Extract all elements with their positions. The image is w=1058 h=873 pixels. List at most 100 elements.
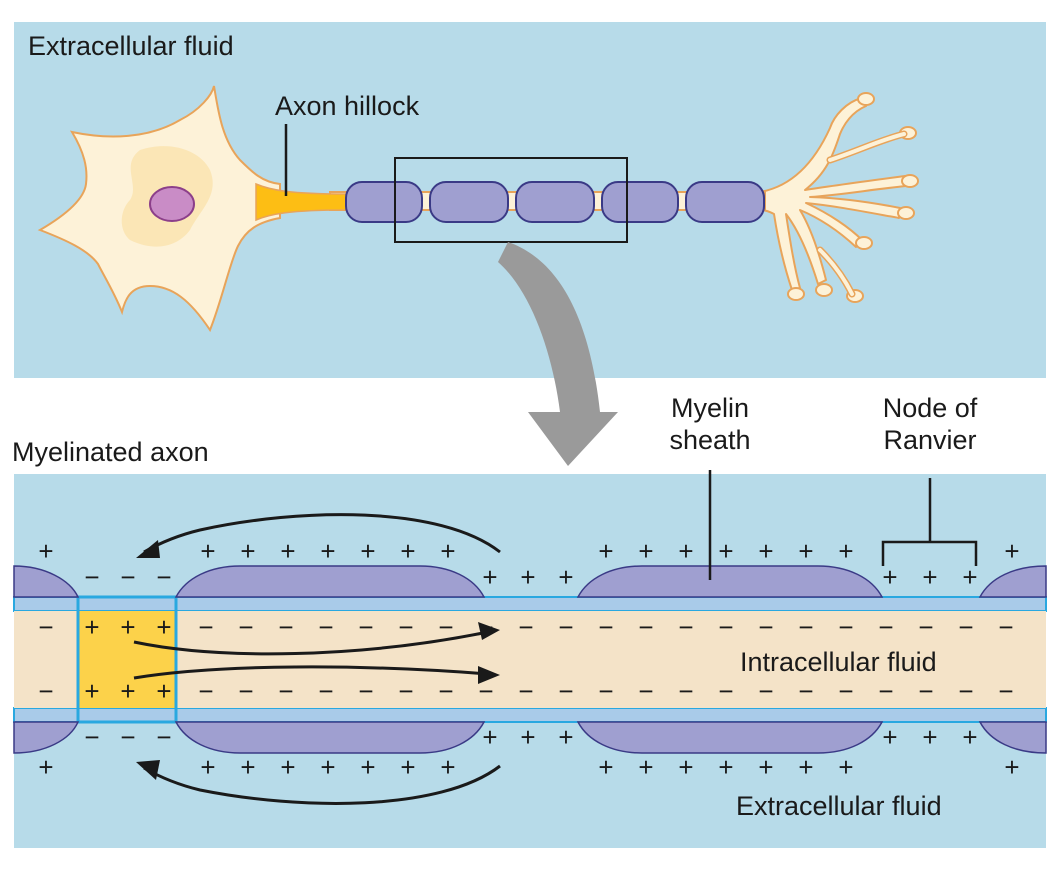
minus-charge: − bbox=[718, 676, 733, 706]
minus-charge: − bbox=[438, 676, 453, 706]
plus-charge: + bbox=[598, 536, 613, 566]
arrow-extracellular-bottom bbox=[143, 764, 501, 805]
minus-charge: − bbox=[156, 722, 171, 752]
minus-charge: − bbox=[398, 612, 413, 642]
minus-charge: − bbox=[38, 612, 53, 642]
bottom-myelin-sheaths bbox=[13, 565, 1047, 754]
minus-charge: − bbox=[638, 612, 653, 642]
plus-charge: + bbox=[1004, 752, 1019, 782]
minus-charge: − bbox=[998, 612, 1013, 642]
plus-charge: + bbox=[638, 536, 653, 566]
minus-charge: − bbox=[478, 676, 493, 706]
minus-charge: − bbox=[358, 612, 373, 642]
minus-charge: − bbox=[758, 676, 773, 706]
minus-charge: − bbox=[318, 676, 333, 706]
nucleus bbox=[149, 186, 195, 222]
plus-charge: + bbox=[520, 722, 535, 752]
plus-charge: + bbox=[200, 536, 215, 566]
minus-charge: − bbox=[198, 612, 213, 642]
minus-charge: − bbox=[198, 676, 213, 706]
top-myelin-segments bbox=[345, 181, 765, 223]
plus-charge: + bbox=[38, 752, 53, 782]
minus-charge: − bbox=[120, 562, 135, 592]
plus-charge: + bbox=[320, 536, 335, 566]
plus-charge: + bbox=[120, 676, 135, 706]
minus-charge: − bbox=[558, 612, 573, 642]
plus-charge: + bbox=[838, 752, 853, 782]
plus-charge: + bbox=[798, 752, 813, 782]
minus-charge: − bbox=[278, 676, 293, 706]
plus-charge: + bbox=[84, 612, 99, 642]
plus-charge: + bbox=[38, 536, 53, 566]
plus-charge: + bbox=[758, 752, 773, 782]
extracellular-fluid-bottom-label: Extracellular fluid bbox=[736, 791, 942, 821]
minus-charge: − bbox=[678, 612, 693, 642]
arrow-extracellular-top bbox=[143, 513, 501, 554]
node-of-ranvier-label-line2: Ranvier bbox=[883, 425, 977, 455]
plus-charge: + bbox=[240, 752, 255, 782]
minus-charge: − bbox=[638, 676, 653, 706]
minus-charge: − bbox=[838, 676, 853, 706]
minus-charge: − bbox=[878, 676, 893, 706]
charge-symbols: ++++++++++++++++−−−++++++−+++−−−−−−−−−−−… bbox=[38, 536, 1019, 782]
node-of-ranvier-label-line1: Node of bbox=[882, 393, 978, 423]
plus-charge: + bbox=[882, 562, 897, 592]
plus-charge: + bbox=[558, 722, 573, 752]
node-bracket bbox=[881, 478, 978, 566]
plus-charge: + bbox=[922, 562, 937, 592]
plus-charge: + bbox=[200, 752, 215, 782]
minus-charge: − bbox=[84, 562, 99, 592]
minus-charge: − bbox=[758, 612, 773, 642]
plus-charge: + bbox=[320, 752, 335, 782]
zoom-box bbox=[394, 157, 628, 243]
minus-charge: − bbox=[518, 676, 533, 706]
plus-charge: + bbox=[598, 752, 613, 782]
plus-charge: + bbox=[482, 722, 497, 752]
myelin-sheath-label-line2: sheath bbox=[669, 425, 751, 455]
active-zone-membrane bbox=[76, 595, 178, 724]
intracellular-cytoplasm bbox=[14, 611, 1046, 708]
plus-charge: + bbox=[678, 536, 693, 566]
arrow-intracellular-upper bbox=[133, 630, 489, 656]
plus-charge: + bbox=[678, 752, 693, 782]
minus-charge: − bbox=[838, 612, 853, 642]
plus-charge: + bbox=[120, 612, 135, 642]
plus-charge: + bbox=[280, 752, 295, 782]
minus-charge: − bbox=[278, 612, 293, 642]
plus-charge: + bbox=[360, 752, 375, 782]
plus-charge: + bbox=[838, 536, 853, 566]
minus-charge: − bbox=[918, 676, 933, 706]
plus-charge: + bbox=[962, 562, 977, 592]
plus-charge: + bbox=[558, 562, 573, 592]
plus-charge: + bbox=[922, 722, 937, 752]
plus-charge: + bbox=[84, 676, 99, 706]
minus-charge: − bbox=[238, 676, 253, 706]
arrowheads bbox=[136, 540, 500, 780]
plus-charge: + bbox=[156, 676, 171, 706]
plus-charge: + bbox=[758, 536, 773, 566]
minus-charge: − bbox=[598, 676, 613, 706]
minus-charge: − bbox=[84, 722, 99, 752]
active-zone bbox=[78, 611, 176, 708]
plus-charge: + bbox=[962, 722, 977, 752]
plus-charge: + bbox=[718, 752, 733, 782]
intracellular-fluid-label: Intracellular fluid bbox=[740, 647, 937, 677]
minus-charge: − bbox=[718, 612, 733, 642]
minus-charge: − bbox=[998, 676, 1013, 706]
arrow-intracellular-lower bbox=[133, 665, 489, 680]
minus-charge: − bbox=[878, 612, 893, 642]
minus-charge: − bbox=[156, 562, 171, 592]
minus-charge: − bbox=[958, 612, 973, 642]
plus-charge: + bbox=[440, 536, 455, 566]
axon-terminals bbox=[759, 97, 907, 291]
minus-charge: − bbox=[958, 676, 973, 706]
plus-charge: + bbox=[440, 752, 455, 782]
minus-charge: − bbox=[798, 612, 813, 642]
terminal-branches-extra-fill bbox=[818, 132, 906, 296]
plus-charge: + bbox=[1004, 536, 1019, 566]
plus-charge: + bbox=[798, 536, 813, 566]
myelinated-axon-label: Myelinated axon bbox=[12, 437, 209, 467]
membrane-band-bottom bbox=[13, 707, 1047, 723]
terminal-bulbs bbox=[787, 92, 919, 303]
plus-charge: + bbox=[400, 752, 415, 782]
